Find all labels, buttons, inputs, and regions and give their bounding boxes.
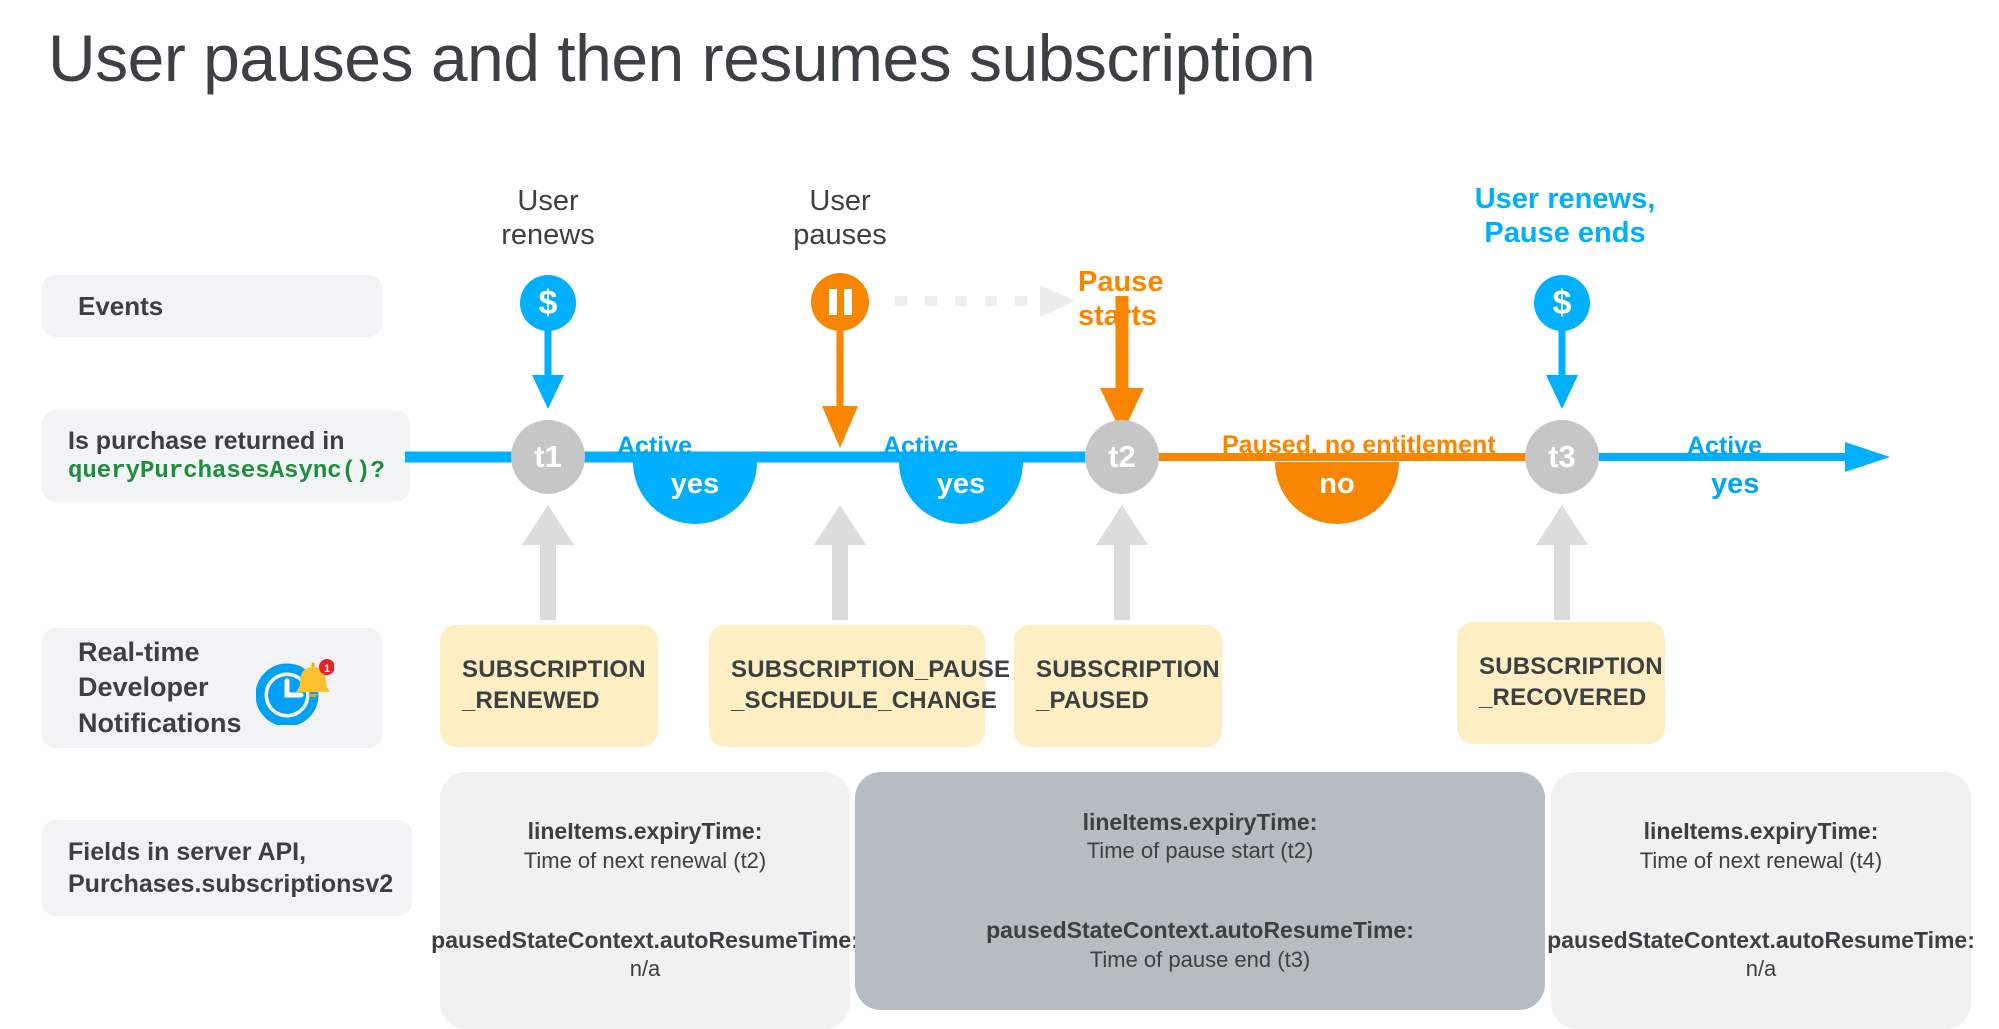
field-key: pausedStateContext.autoResumeTime:: [431, 926, 859, 953]
pause-bars: [828, 289, 852, 315]
rtdn-card-line1: SUBSCRIPTION: [1036, 656, 1220, 684]
event-label-user-renews-2: User renews, Pause ends: [1440, 182, 1690, 250]
rtdn-card-line2: _PAUSED: [1036, 687, 1149, 714]
field-key: pausedStateContext.autoResumeTime:: [1547, 926, 1975, 953]
field-block-autoresume: pausedStateContext.autoResumeTime: n/a: [431, 926, 859, 984]
rtdn-card-subscription-recovered[interactable]: SUBSCRIPTION _RECOVERED: [1457, 622, 1665, 744]
row-label-events: Events: [42, 275, 382, 337]
event-label-line1: User renews,: [1474, 183, 1656, 215]
field-block-autoresume: pausedStateContext.autoResumeTime: n/a: [1547, 926, 1975, 984]
field-value: Time of pause end (t3): [1089, 946, 1311, 972]
event-label-user-renews-1: User renews: [468, 185, 628, 252]
segment-answer-4: yes: [1711, 468, 1760, 500]
clock-bell-notification-icon: 1: [255, 651, 335, 727]
segment-state-2: Active: [883, 432, 959, 460]
event-label-line1: User: [809, 185, 871, 217]
field-block-autoresume: pausedStateContext.autoResumeTime: Time …: [986, 916, 1414, 974]
field-value: Time of next renewal (t4): [1639, 847, 1883, 873]
rtdn-card-line2: _SCHEDULE_CHANGE: [731, 687, 997, 714]
dollar-icon-renews-1[interactable]: $: [520, 275, 576, 331]
dollar-glyph: $: [1552, 283, 1572, 322]
event-label-user-pauses: User pauses: [760, 185, 920, 252]
rtdn-card-line1: SUBSCRIPTION: [462, 656, 646, 684]
segment-answer-2[interactable]: yes: [899, 462, 1023, 524]
rtdn-card-line2: _RENEWED: [462, 687, 600, 714]
segment-state-4: Active: [1687, 432, 1763, 460]
field-block-expiry: lineItems.expiryTime: Time of next renew…: [1640, 817, 1883, 875]
row-label-rtdn-line2: Developer: [78, 672, 209, 703]
event-label-line1: Pause: [1078, 266, 1164, 298]
segment-answer-3[interactable]: no: [1275, 462, 1399, 524]
segment-answer-text: yes: [670, 468, 720, 500]
rtdn-card-line1: SUBSCRIPTION_PAUSE: [731, 656, 1011, 684]
field-card-3: lineItems.expiryTime: Time of next renew…: [1547, 772, 1975, 1029]
row-label-query-code: queryPurchasesAsync()?: [68, 457, 385, 485]
field-value: n/a: [1745, 956, 1777, 982]
field-value: n/a: [629, 956, 661, 982]
row-label-rtdn-line3: Notifications: [78, 707, 242, 738]
dollar-glyph: $: [538, 283, 558, 322]
segment-answer-1[interactable]: yes: [633, 462, 757, 524]
event-label-line2: Pause ends: [1484, 217, 1646, 250]
timeline-node-t1[interactable]: t1: [511, 420, 585, 494]
timeline-node-t2[interactable]: t2: [1085, 420, 1159, 494]
timeline-node-label: t2: [1108, 439, 1136, 474]
field-key: lineItems.expiryTime:: [527, 818, 763, 845]
svg-text:1: 1: [323, 663, 329, 675]
rtdn-card-line1: SUBSCRIPTION: [1479, 653, 1663, 681]
event-label-line2: pauses: [793, 218, 887, 251]
field-key: pausedStateContext.autoResumeTime:: [986, 917, 1414, 943]
row-label-rtdn: Real-time Developer Notifications 1: [42, 628, 382, 748]
dollar-icon-renews-2[interactable]: $: [1534, 275, 1590, 331]
page-title: User pauses and then resumes subscriptio…: [48, 21, 1316, 95]
row-label-server-api-fields: Fields in server API, Purchases.subscrip…: [42, 820, 412, 916]
row-label-fields-line1: Fields in server API,: [68, 837, 307, 866]
pause-icon-user-pauses[interactable]: [811, 273, 869, 331]
segment-state-3: Paused, no entitlement: [1222, 431, 1496, 459]
row-label-events-text: Events: [78, 290, 164, 321]
row-label-fields-line2: Purchases.subscriptionsv2: [68, 870, 394, 898]
field-key: lineItems.expiryTime:: [1082, 808, 1318, 835]
field-block-expiry: lineItems.expiryTime: Time of pause star…: [1083, 808, 1318, 866]
event-label-line2: starts: [1078, 300, 1157, 333]
timeline-node-label: t3: [1548, 439, 1576, 474]
rtdn-card-line2: _RECOVERED: [1479, 684, 1647, 711]
segment-answer-text: no: [1319, 468, 1355, 500]
field-key: lineItems.expiryTime:: [1643, 818, 1879, 845]
timeline-node-t3[interactable]: t3: [1525, 420, 1599, 494]
field-card-2: lineItems.expiryTime: Time of pause star…: [855, 772, 1545, 1010]
field-card-1: lineItems.expiryTime: Time of next renew…: [431, 772, 859, 1029]
field-block-expiry: lineItems.expiryTime: Time of next renew…: [524, 817, 767, 875]
row-label-rtdn-line1: Real-time: [78, 637, 200, 668]
segment-answer-text: yes: [936, 468, 986, 500]
row-label-query-line1: Is purchase returned in: [68, 426, 345, 455]
segment-state-1: Active: [617, 432, 693, 460]
field-value: Time of next renewal (t2): [523, 847, 767, 873]
rtdn-card-subscription-renewed[interactable]: SUBSCRIPTION _RENEWED: [440, 625, 658, 747]
event-label-pause-starts: Pause starts: [1078, 265, 1258, 333]
event-label-line1: User: [517, 185, 579, 217]
event-label-line2: renews: [501, 218, 595, 251]
field-value: Time of pause start (t2): [1086, 838, 1314, 864]
rtdn-card-subscription-pause-schedule-change[interactable]: SUBSCRIPTION_PAUSE _SCHEDULE_CHANGE: [709, 625, 1010, 747]
timeline-node-label: t1: [534, 439, 562, 474]
rtdn-card-subscription-paused[interactable]: SUBSCRIPTION _PAUSED: [1014, 625, 1222, 747]
row-label-query-purchases: Is purchase returned in queryPurchasesAs…: [42, 410, 410, 502]
